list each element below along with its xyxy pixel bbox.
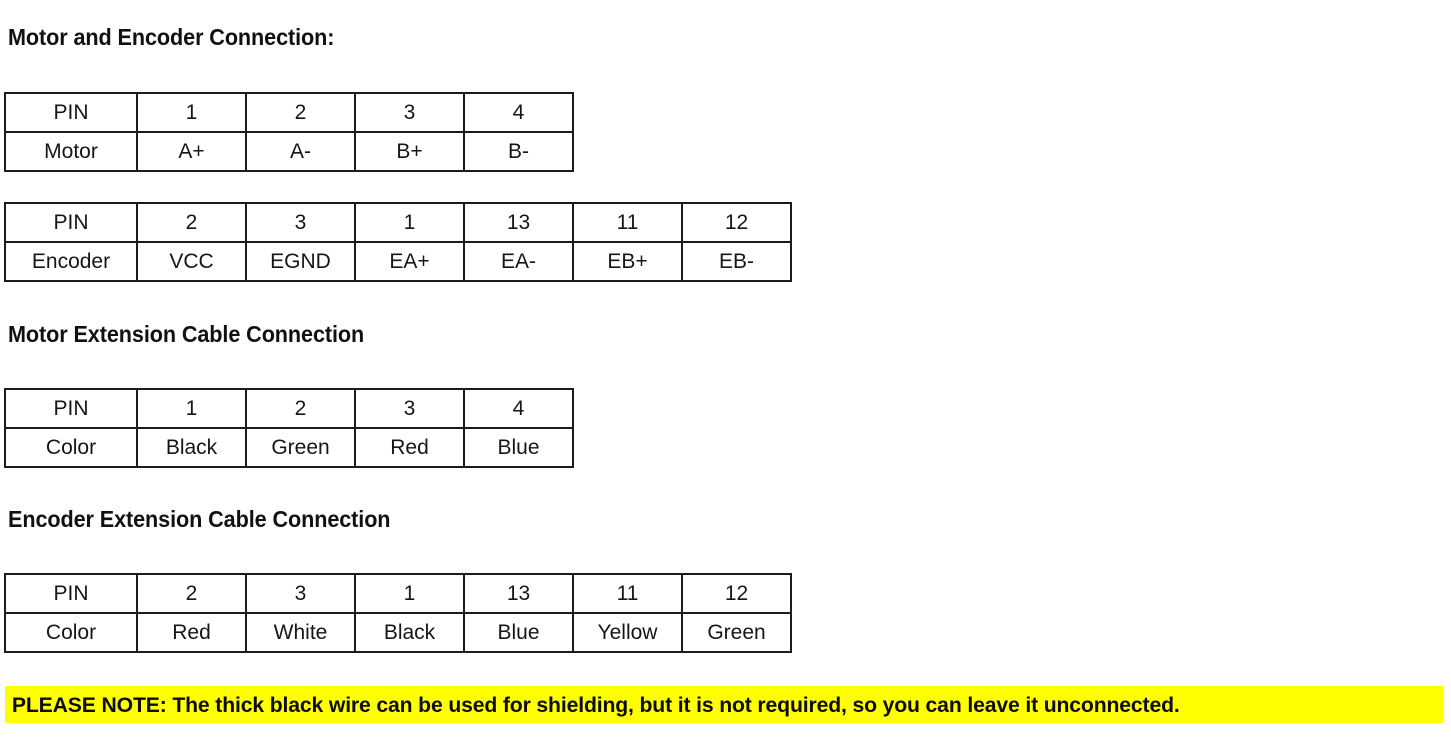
cell-pin-11: 11 — [572, 202, 683, 243]
please-note-text: PLEASE NOTE: The thick black wire can be… — [11, 692, 1180, 717]
table-row: Motor A+ A- B+ B- — [4, 131, 574, 172]
cell-color-2: Green — [245, 427, 356, 468]
cell-motor-1: A+ — [136, 131, 247, 172]
table-row: PIN 2 3 1 13 11 12 — [4, 573, 792, 614]
cell-encoder-egnd: EGND — [245, 241, 356, 282]
table-row: PIN 1 2 3 4 — [4, 92, 574, 133]
cell-pin-2: 2 — [245, 92, 356, 133]
cell-pin-label: PIN — [4, 92, 138, 133]
cell-pin-1: 1 — [354, 202, 465, 243]
cell-encoder-eb-p: EB+ — [572, 241, 683, 282]
cell-pin-4: 4 — [463, 388, 574, 429]
cell-encoder-label: Encoder — [4, 241, 138, 282]
cell-motor-4: B- — [463, 131, 574, 172]
cell-color-white: White — [245, 612, 356, 653]
cell-color-label: Color — [4, 612, 138, 653]
cell-pin-3: 3 — [354, 388, 465, 429]
encoder-extension-cable-table: PIN 2 3 1 13 11 12 Color Red White Black… — [4, 573, 792, 653]
cell-motor-3: B+ — [354, 131, 465, 172]
cell-pin-label: PIN — [4, 202, 138, 243]
cell-encoder-ea-p: EA+ — [354, 241, 465, 282]
heading-motor-extension-cable-connection: Motor Extension Cable Connection — [8, 321, 365, 347]
cell-pin-12: 12 — [681, 573, 792, 614]
table-row: Color Black Green Red Blue — [4, 427, 574, 468]
table-row: Encoder VCC EGND EA+ EA- EB+ EB- — [4, 241, 792, 282]
table-row: Color Red White Black Blue Yellow Green — [4, 612, 792, 653]
table-row: PIN 1 2 3 4 — [4, 388, 574, 429]
heading-motor-and-encoder-connection: Motor and Encoder Connection: — [8, 24, 335, 50]
encoder-connection-table: PIN 2 3 1 13 11 12 Encoder VCC EGND EA+ … — [4, 202, 792, 282]
heading-encoder-extension-cable-connection: Encoder Extension Cable Connection — [8, 506, 391, 532]
cell-pin-2: 2 — [136, 573, 247, 614]
cell-pin-2: 2 — [136, 202, 247, 243]
cell-color-green: Green — [681, 612, 792, 653]
cell-pin-13: 13 — [463, 202, 574, 243]
cell-color-3: Red — [354, 427, 465, 468]
motor-connection-table: PIN 1 2 3 4 Motor A+ A- B+ B- — [4, 92, 574, 172]
cell-pin-12: 12 — [681, 202, 792, 243]
cell-motor-2: A- — [245, 131, 356, 172]
cell-pin-2: 2 — [245, 388, 356, 429]
cell-pin-1: 1 — [136, 388, 247, 429]
note-highlight-band: PLEASE NOTE: The thick black wire can be… — [5, 686, 1443, 723]
motor-extension-cable-table: PIN 1 2 3 4 Color Black Green Red Blue — [4, 388, 574, 468]
cell-pin-1: 1 — [354, 573, 465, 614]
cell-pin-label: PIN — [4, 388, 138, 429]
cell-pin-3: 3 — [354, 92, 465, 133]
cell-color-label: Color — [4, 427, 138, 468]
cell-encoder-eb-n: EB- — [681, 241, 792, 282]
cell-encoder-ea-n: EA- — [463, 241, 574, 282]
cell-color-1: Black — [136, 427, 247, 468]
cell-pin-4: 4 — [463, 92, 574, 133]
cell-pin-11: 11 — [572, 573, 683, 614]
cell-color-black: Black — [354, 612, 465, 653]
cell-pin-1: 1 — [136, 92, 247, 133]
cell-encoder-vcc: VCC — [136, 241, 247, 282]
table-row: PIN 2 3 1 13 11 12 — [4, 202, 792, 243]
cell-pin-label: PIN — [4, 573, 138, 614]
cell-pin-13: 13 — [463, 573, 574, 614]
cell-pin-3: 3 — [245, 202, 356, 243]
cell-color-yellow: Yellow — [572, 612, 683, 653]
cell-color-4: Blue — [463, 427, 574, 468]
cell-color-red: Red — [136, 612, 247, 653]
cell-pin-3: 3 — [245, 573, 356, 614]
cell-motor-label: Motor — [4, 131, 138, 172]
cell-color-blue: Blue — [463, 612, 574, 653]
